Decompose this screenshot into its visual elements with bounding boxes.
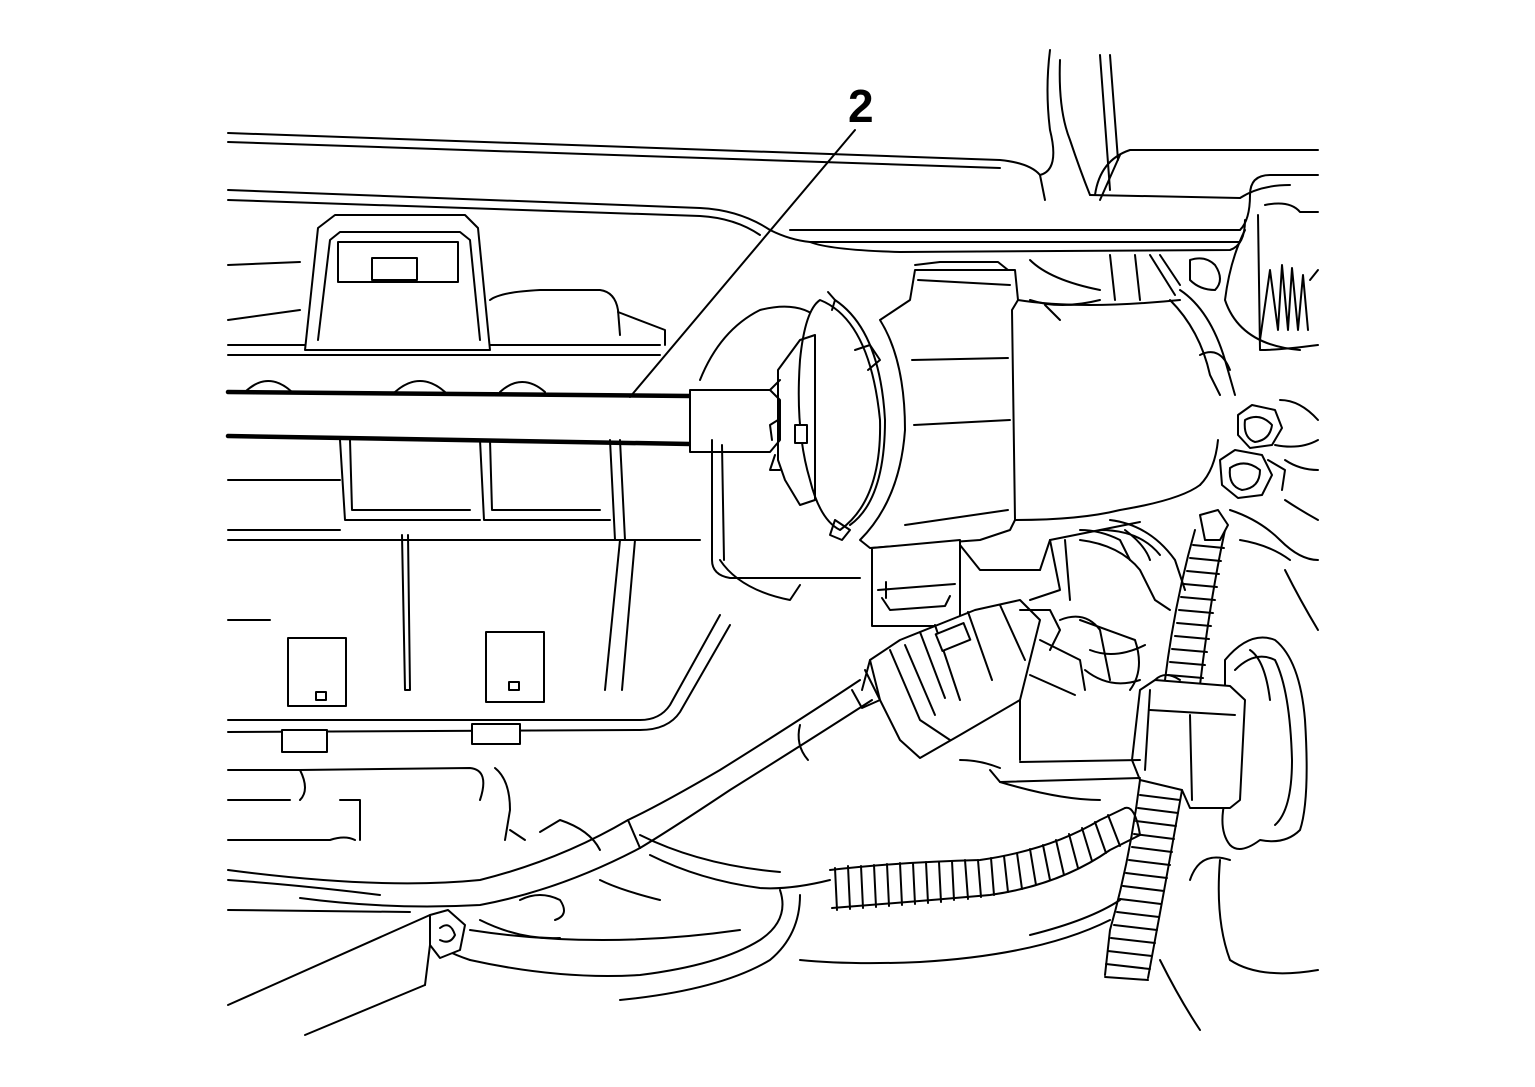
nut-lower bbox=[1219, 449, 1286, 499]
callout-2-leader bbox=[629, 129, 856, 398]
upper-right-bracket bbox=[789, 49, 1319, 521]
housing-window-left bbox=[287, 637, 347, 707]
electrical-connector bbox=[851, 599, 1146, 769]
shaft bbox=[225, 389, 781, 453]
callout-2-label: 2 bbox=[848, 80, 874, 132]
lower-right-lines bbox=[799, 519, 1201, 1031]
actuator-motor bbox=[699, 261, 1019, 627]
right-pipes bbox=[1189, 399, 1319, 975]
housing-window-right bbox=[485, 631, 545, 703]
wire-harness bbox=[227, 679, 873, 1001]
corrugated-conduit-vertical bbox=[1104, 509, 1246, 981]
corrugated-conduit-horizontal bbox=[829, 806, 1141, 911]
callout-2: 2 bbox=[629, 80, 874, 398]
bottom-left-leaders bbox=[227, 914, 431, 1036]
nut-upper bbox=[1237, 404, 1283, 449]
left-housing bbox=[227, 132, 1241, 841]
